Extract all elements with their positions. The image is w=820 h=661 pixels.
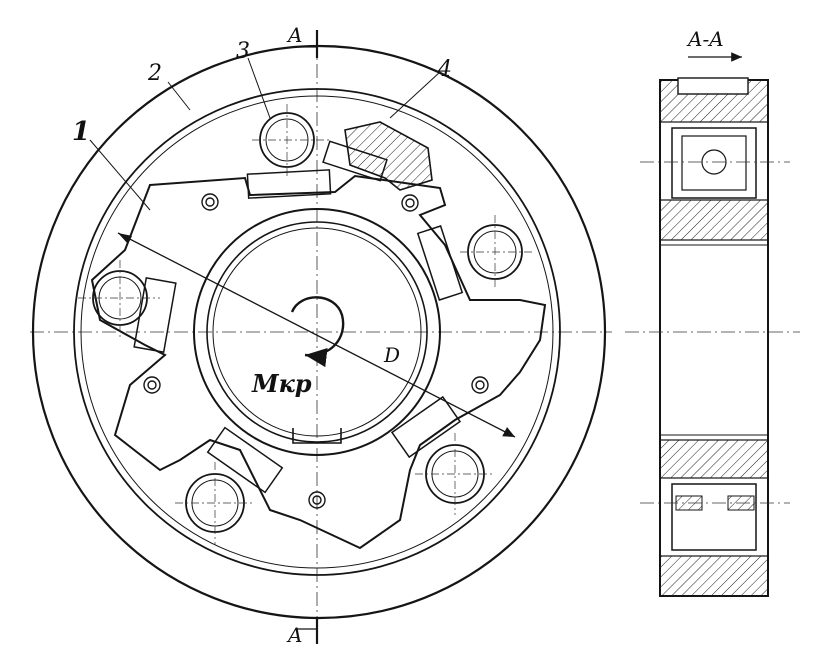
label-section-title: A-A [686, 27, 724, 51]
hub-bore-inner [212, 227, 422, 437]
hub-star-body [90, 174, 547, 550]
centerlines [30, 40, 612, 628]
outer-race-inner-edge [73, 88, 561, 576]
outer-race-inner-edge-2 [80, 95, 554, 569]
torque-arrow-arc [290, 296, 345, 368]
section-outline [659, 79, 769, 597]
diameter-dimension-line [117, 232, 516, 438]
section-bottom-hatch-1 [659, 439, 769, 479]
section-view: A-A [625, 27, 800, 597]
roller-axes [78, 104, 535, 545]
label-part-3: 3 [236, 39, 250, 64]
diameter-arrow-start [118, 233, 132, 244]
label-torque: Мкр [251, 369, 312, 398]
label-part-4: 4 [437, 57, 452, 82]
label-section-top: A [286, 23, 302, 47]
section-top-key [677, 77, 749, 95]
hub-bore-outer [193, 208, 441, 456]
spring-housing-hatched [344, 121, 433, 191]
keyway [292, 428, 342, 444]
fixing-holes [143, 193, 489, 509]
section-mid-hatch-top [659, 199, 769, 241]
section-top-pocket [671, 127, 757, 199]
label-part-1: 1 [72, 117, 90, 147]
label-diameter: D [383, 343, 400, 367]
leader-lines [89, 57, 441, 211]
outer-race-outer-edge [31, 44, 607, 620]
label-part-2: 2 [147, 61, 162, 86]
label-section-bottom: A [286, 623, 302, 647]
section-top-roller [681, 135, 747, 191]
front-view [30, 30, 612, 644]
section-centerlines [625, 161, 800, 504]
section-bottom-pocket [671, 483, 757, 551]
section-bottom-hatch-2 [659, 555, 769, 597]
hub-bore-ring [206, 221, 428, 443]
section-marks [295, 30, 319, 644]
